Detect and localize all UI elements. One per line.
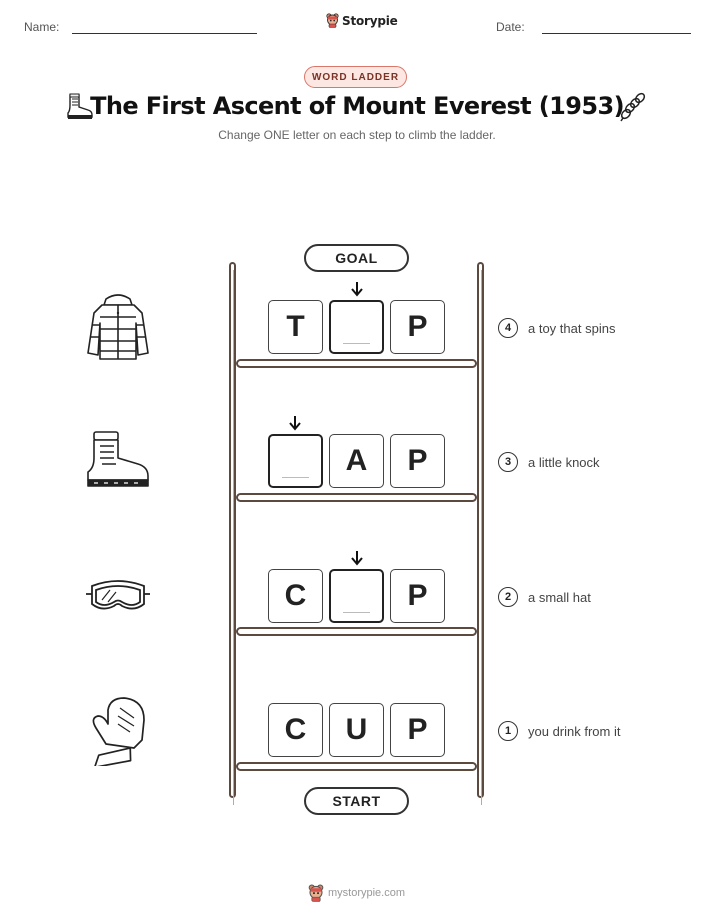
ladder-rung [236,359,477,368]
name-label: Name: [24,20,60,34]
ladder-rail-left-shade [233,270,234,805]
mitten-icon [92,697,145,766]
snow-goggles-icon [86,580,150,610]
ladder-rail-left [229,262,236,798]
page-title: The First Ascent of Mount Everest (1953) [90,92,624,120]
step-number: 3 [498,452,518,472]
clue-text: a small hat [528,590,591,605]
ladder-rung [236,762,477,771]
word-ladder-badge: WORD LADDER [304,66,407,88]
instructions: Change ONE letter on each step to climb … [218,128,496,142]
letter-tile: C [268,569,323,623]
letter-tile: C [268,703,323,757]
footer: mystorypie.com [308,884,405,902]
hiking-boot-icon [87,431,149,487]
hiking-boot-icon [67,93,93,119]
arrow-down-icon [289,416,301,431]
footer-site[interactable]: mystorypie.com [328,887,406,899]
ladder-rung [236,493,477,502]
climbing-rope-icon [620,92,646,122]
goal-label: GOAL [304,244,409,272]
ladder-rung [236,627,477,636]
clue-text: you drink from it [528,724,621,739]
letter-tile: P [390,300,445,354]
step-number: 1 [498,721,518,741]
step-number: 2 [498,587,518,607]
letter-blank-input[interactable] [329,569,384,623]
letter-tile: P [390,434,445,488]
letter-tile: U [329,703,384,757]
clue-text: a little knock [528,455,600,470]
letter-tile: P [390,703,445,757]
ladder-rail-right [477,262,484,798]
start-label: START [304,787,409,815]
brand-name: Storypie [342,13,398,28]
letter-tile: P [390,569,445,623]
arrow-down-icon [351,551,363,566]
clue-text: a toy that spins [528,321,616,336]
storypie-bear-icon [308,884,324,902]
date-line[interactable] [542,33,691,34]
storypie-bear-icon [326,13,339,28]
letter-tile: T [268,300,323,354]
name-line[interactable] [72,33,257,34]
letter-tile: A [329,434,384,488]
puffer-jacket-icon [87,294,149,360]
letter-blank-input[interactable] [329,300,384,354]
step-number: 4 [498,318,518,338]
letter-blank-input[interactable] [268,434,323,488]
date-label: Date: [496,20,525,34]
ladder-rail-right-shade [481,270,482,805]
arrow-down-icon [351,282,363,297]
brand-logo: Storypie [326,13,398,28]
